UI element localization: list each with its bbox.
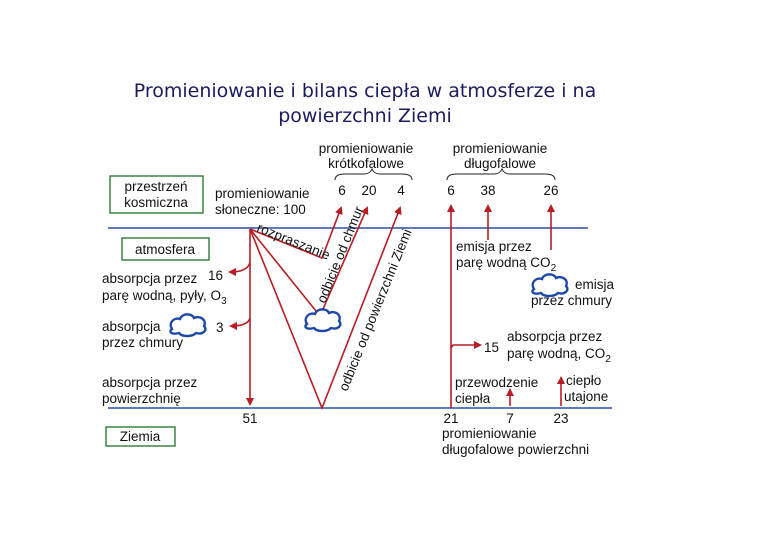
latent-heat-label-2: utajone [564, 389, 608, 404]
shortwave-value-clouds: 20 [361, 183, 376, 198]
longwave-value-clouds: 26 [543, 183, 558, 198]
shortwave-header-1: promieniowanie [319, 141, 414, 156]
cloud-absorption-arrow [229, 317, 251, 330]
vapor-emission-label-1: emisja przez [456, 239, 532, 254]
conduction-label-2: ciepła [455, 391, 491, 406]
title-line-2: powierzchni Ziemi [278, 105, 452, 127]
surface-absorption-label-2: powierzchnię [102, 391, 181, 406]
zone-atmosphere-label: atmosfera [135, 242, 196, 257]
shortwave-header-2: krótkofalowe [328, 156, 404, 171]
shortwave-brace [334, 167, 413, 181]
surface-longwave-label-1: promieniowanie [442, 426, 537, 441]
zone-earth-box: Ziemia [105, 426, 176, 447]
surface-longwave-value: 21 [443, 411, 458, 426]
cloud-icon [169, 313, 207, 338]
zone-space-label-1: przestrzeń [124, 179, 187, 194]
scattering-label: rozpraszanie [255, 220, 332, 263]
surface-longwave-label-2: długofalowe powierzchni [442, 442, 589, 457]
cloud-emission-label-2: przez chmury [531, 293, 612, 308]
cloud-emission-label-1: emisja [575, 277, 615, 292]
longwave-absorption-value: 15 [484, 340, 499, 355]
vapor-emission-label-2: parę wodną CO2 [456, 255, 557, 274]
longwave-absorption-label-2: parę wodną, CO2 [507, 346, 611, 365]
conduction-value: 7 [506, 411, 514, 426]
longwave-brace [446, 167, 556, 181]
vapor-absorption-arrow [228, 261, 251, 276]
cloud-absorption-label-1: absorpcja [102, 319, 161, 334]
longwave-absorption-arrow [450, 341, 482, 349]
solar-label-1: promieniowanie [215, 186, 310, 201]
scattering-arrow [249, 206, 343, 260]
cloud-absorption-label-2: przez chmury [102, 335, 183, 350]
longwave-absorption-label-1: absorpcja przez [507, 329, 603, 344]
longwave-header-1: promieniowanie [453, 141, 548, 156]
cloud-absorption-value: 3 [216, 320, 224, 335]
zone-space-box: przestrzeń kosmiczna [109, 175, 204, 214]
cloud-icon [304, 308, 342, 333]
surface-reflection-arrow [249, 206, 402, 411]
vapor-absorption-label-1: absorpcja przez [102, 271, 198, 286]
shortwave-value-scattered: 6 [338, 183, 346, 198]
surface-absorption-value: 51 [242, 411, 257, 426]
conduction-label-1: przewodzenie [455, 375, 538, 390]
vapor-absorption-value: 16 [208, 268, 223, 283]
latent-heat-value: 23 [553, 411, 568, 426]
surface-absorption-label-1: absorpcja przez [102, 375, 198, 390]
zone-earth-label: Ziemia [120, 429, 161, 444]
zone-atmosphere-box: atmosfera [121, 237, 210, 261]
shortwave-value-surface: 4 [397, 183, 405, 198]
solar-label-2: słoneczne: 100 [215, 202, 306, 217]
longwave-value-surface: 6 [447, 183, 455, 198]
latent-heat-label-1: ciepło [566, 373, 601, 388]
longwave-header-2: długofalowe [464, 156, 536, 171]
longwave-value-vapor: 38 [480, 183, 495, 198]
vapor-absorption-label-2: parę wodną, pyły, O3 [102, 288, 227, 307]
title-line-1: Promieniowanie i bilans ciepła w atmosfe… [134, 80, 597, 102]
zone-space-label-2: kosmiczna [124, 195, 188, 210]
